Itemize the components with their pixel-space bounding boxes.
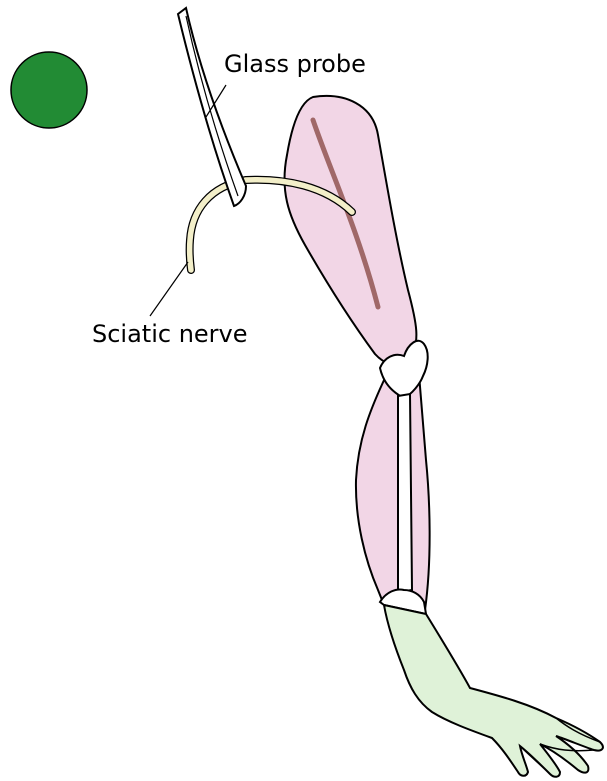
foot bbox=[384, 605, 603, 777]
sciatic-nerve-leader bbox=[150, 262, 188, 316]
tibia-fibula-bone bbox=[398, 394, 412, 592]
thigh-muscle bbox=[284, 96, 416, 365]
sciatic-nerve-label: Sciatic nerve bbox=[92, 320, 248, 348]
glass-probe-label: Glass probe bbox=[224, 50, 366, 78]
indicator-light bbox=[11, 52, 87, 128]
calf-muscle bbox=[356, 362, 430, 610]
